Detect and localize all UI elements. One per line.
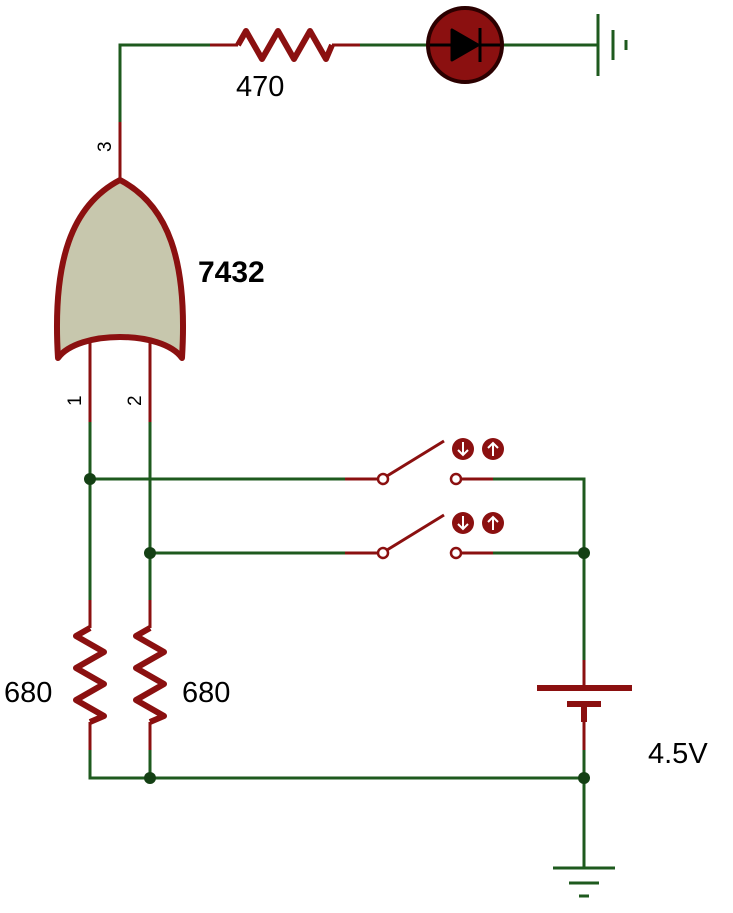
switch1-contact-left (376, 472, 390, 486)
led (426, 6, 504, 84)
switch2-contact-right (449, 546, 463, 560)
junction-dot (84, 473, 96, 485)
component-leads (88, 43, 586, 750)
pulldown-1-label: 680 (4, 677, 52, 709)
junction-dot (578, 772, 590, 784)
junction-dot (578, 547, 590, 559)
ground-icon (596, 14, 628, 76)
resistor-470 (235, 28, 335, 62)
arrow-up-icon[interactable] (482, 512, 504, 534)
wire-bottom-rail (88, 748, 586, 780)
wires (88, 43, 600, 842)
switch2-lever[interactable] (386, 513, 445, 552)
wire-gate-output (118, 43, 212, 124)
ground-icon (553, 866, 615, 898)
junction-dot (144, 547, 156, 559)
resistor-pulldown-1 (73, 625, 107, 725)
gate-part-number: 7432 (198, 256, 265, 289)
diode-icon (430, 28, 500, 62)
battery-voltage-label: 4.5V (648, 738, 708, 770)
junctions (84, 473, 590, 784)
resistor-pulldown-2 (133, 625, 167, 725)
wire-switch2-right (491, 551, 586, 662)
or-gate-body (53, 177, 187, 361)
battery (537, 685, 632, 722)
or-gate (53, 177, 187, 361)
arrow-up-icon[interactable] (482, 438, 504, 460)
arrow-down-icon[interactable] (452, 512, 474, 534)
switch1-lever[interactable] (386, 439, 445, 478)
switch-1[interactable] (376, 438, 504, 486)
switch1-contact-right (449, 472, 463, 486)
pulldown-2-label: 680 (182, 677, 230, 709)
arrow-down-icon[interactable] (452, 438, 474, 460)
pin-label-in2: 2 (125, 395, 146, 406)
junction-dot (144, 772, 156, 784)
pin-label-in1: 1 (65, 395, 86, 406)
switch2-contact-left (376, 546, 390, 560)
pin-label-out: 3 (95, 141, 116, 152)
wire-switch1-right (491, 477, 586, 555)
switch-2[interactable] (376, 512, 504, 560)
resistor-470-label: 470 (236, 71, 284, 103)
